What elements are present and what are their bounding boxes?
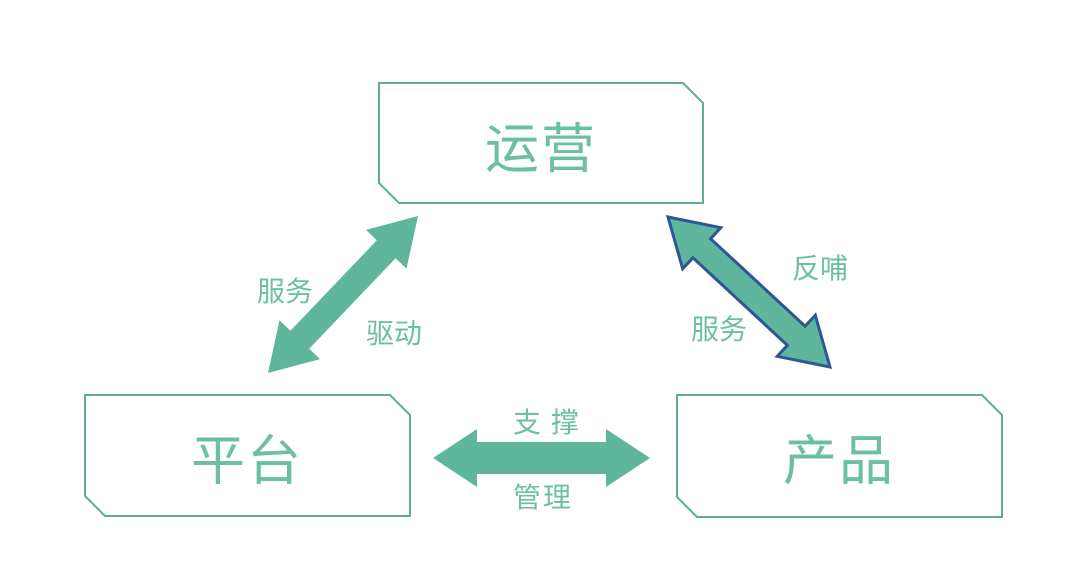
edge-label-operations-product-serve: 服务 — [690, 314, 748, 345]
node-box-platform — [84, 394, 411, 517]
arrow-platform-product — [433, 429, 650, 487]
edge-label-operations-product-feedback: 反哺 — [791, 253, 849, 284]
node-label-operations: 运营 — [485, 119, 597, 180]
node-box-product — [676, 394, 1003, 518]
arrow-operations-product — [665, 215, 833, 369]
edge-label-platform-operations-drive: 驱动 — [365, 318, 423, 349]
node-label-platform: 平台 — [191, 431, 303, 492]
node-box-operations — [378, 82, 704, 204]
edge-label-platform-product-manage: 管理 — [512, 482, 574, 513]
edge-label-platform-operations-serve: 服务 — [256, 276, 314, 307]
edge-label-platform-product-support: 支撑 — [512, 407, 590, 438]
node-label-product: 产品 — [783, 431, 895, 492]
arrow-platform-operations — [268, 216, 418, 373]
